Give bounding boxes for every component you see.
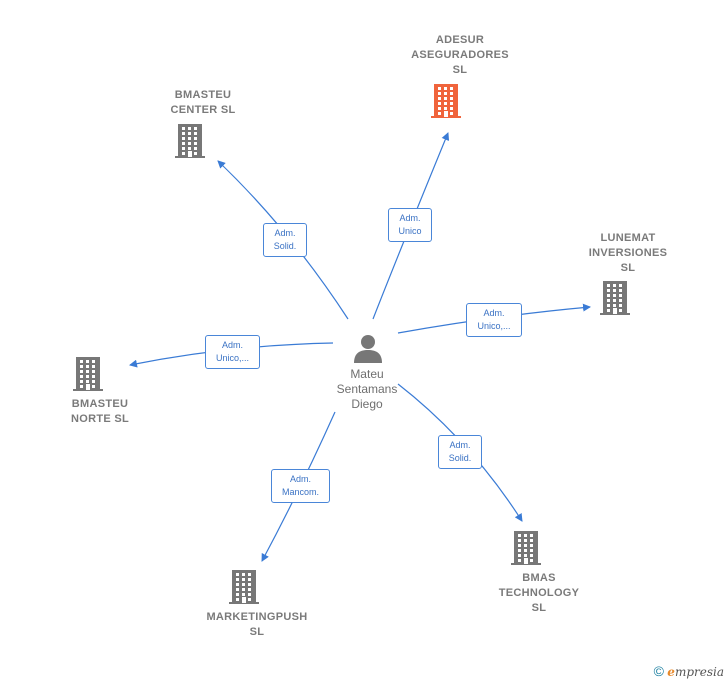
- empresia-watermark: © empresia: [654, 663, 724, 679]
- edge-label-bmasteu-norte[interactable]: Adm. Unico,...: [205, 335, 260, 369]
- edge-label-bmasteu-center[interactable]: Adm. Solid.: [263, 223, 307, 257]
- edge-label-adesur[interactable]: Adm. Unico: [388, 208, 432, 242]
- brand-initial: e: [667, 665, 675, 679]
- edge-label-bmas-technology[interactable]: Adm. Solid.: [438, 435, 482, 469]
- building-icon[interactable]: [431, 84, 461, 123]
- company-label-adesur[interactable]: ADESUR ASEGURADORES SL: [411, 34, 509, 76]
- edge-label-marketingpush[interactable]: Adm. Mancom.: [271, 469, 330, 503]
- company-label-bmasteu-norte[interactable]: BMASTEU NORTE SL: [70, 398, 129, 425]
- building-icon[interactable]: [175, 124, 205, 163]
- company-label-bmasteu-center[interactable]: BMASTEU CENTER SL: [170, 89, 236, 116]
- brand-name: mpresia: [674, 665, 724, 679]
- company-label-marketingpush[interactable]: MARKETINGPUSH SL: [206, 611, 308, 638]
- center-person-name[interactable]: Mateu Sentamans Diego: [336, 367, 398, 411]
- building-icon[interactable]: [229, 570, 259, 609]
- building-icon[interactable]: [73, 357, 103, 396]
- edge-label-lunemat[interactable]: Adm. Unico,...: [466, 303, 522, 337]
- building-icon[interactable]: [600, 281, 630, 320]
- company-label-lunemat[interactable]: LUNEMAT INVERSIONES SL: [588, 232, 668, 274]
- person-icon[interactable]: [352, 333, 384, 368]
- copyright-symbol: ©: [653, 663, 664, 679]
- company-label-bmas-technology[interactable]: BMAS TECHNOLOGY SL: [498, 572, 580, 614]
- building-icon[interactable]: [511, 531, 541, 570]
